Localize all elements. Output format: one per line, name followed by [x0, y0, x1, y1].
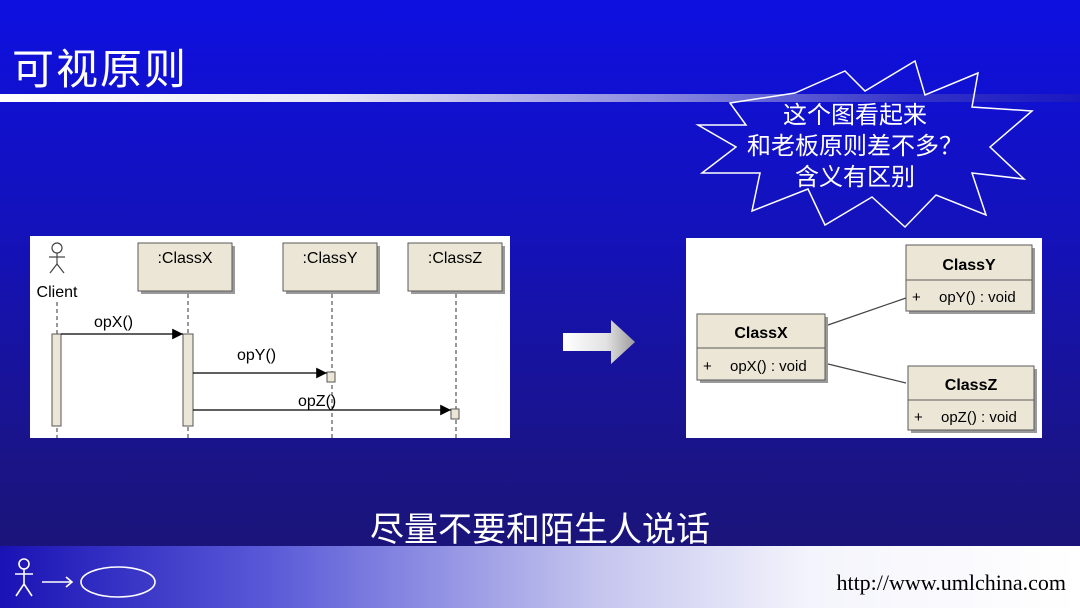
class-visibility-classy: + — [912, 289, 921, 306]
association-x-z — [827, 363, 907, 384]
activation-client — [51, 333, 62, 427]
actor-icon — [49, 242, 65, 274]
activation-classy — [326, 371, 336, 383]
lifeline-box-classy: :ClassY — [282, 242, 380, 294]
class-operation-classx: opX() : void — [730, 358, 807, 375]
lifeline-box-classz: :ClassZ — [407, 242, 505, 294]
sequence-diagram: Client :ClassX :ClassY :ClassZ — [37, 242, 505, 438]
class-name-classy: ClassY — [942, 257, 996, 274]
footer-logo — [15, 558, 156, 598]
slide-subtitle: 尽量不要和陌生人说话 — [370, 510, 710, 550]
class-operation-classz: opZ() : void — [941, 409, 1017, 426]
class-name-classz: ClassZ — [945, 377, 998, 394]
use-case-ellipse-icon — [80, 566, 156, 598]
callout-line-2: 和老板原则差不多？ — [747, 132, 963, 160]
message-label-opz: opZ() — [298, 393, 336, 410]
lifeline-box-classx: :ClassX — [137, 242, 235, 294]
class-box-classy: ClassY + opY() : void — [905, 244, 1035, 314]
activation-classx — [182, 333, 194, 427]
right-arrow-icon — [563, 320, 635, 364]
class-operation-classy: opY() : void — [939, 289, 1016, 306]
class-box-classz: ClassZ + opZ() : void — [907, 365, 1037, 433]
class-visibility-classz: + — [914, 409, 923, 426]
association-x-y — [827, 297, 907, 326]
lifeline-label-classy: :ClassY — [302, 250, 357, 267]
lifeline-label-classz: :ClassZ — [428, 250, 482, 267]
class-diagram-panel: ClassX + opX() : void ClassY + opY() : v… — [686, 238, 1042, 438]
footer-bar — [0, 546, 1080, 608]
message-label-opy: opY() — [237, 347, 276, 364]
callout-line-1: 这个图看起来 — [783, 101, 927, 129]
actor-icon — [15, 558, 33, 597]
lifeline-label-classx: :ClassX — [157, 250, 212, 267]
class-box-classx: ClassX + opX() : void — [696, 313, 828, 383]
title-underline-bar — [0, 94, 1080, 102]
starburst-callout — [695, 59, 1034, 229]
activation-classz — [450, 408, 460, 420]
sequence-diagram-panel: Client :ClassX :ClassY :ClassZ — [30, 236, 510, 438]
class-name-classx: ClassX — [734, 325, 788, 342]
message-label-opx: opX() — [94, 314, 133, 331]
actor-label: Client — [37, 284, 78, 301]
arrow-connector-icon — [42, 576, 74, 588]
callout-line-3: 含义有区别 — [795, 163, 915, 191]
class-visibility-classx: + — [703, 358, 712, 375]
footer-url[interactable]: http://www.umlchina.com — [836, 570, 1066, 595]
callout-text: 这个图看起来 和老板原则差不多？ 含义有区别 — [715, 100, 995, 193]
slide-title: 可视原则 — [12, 45, 189, 94]
class-diagram: ClassX + opX() : void ClassY + opY() : v… — [696, 244, 1037, 433]
